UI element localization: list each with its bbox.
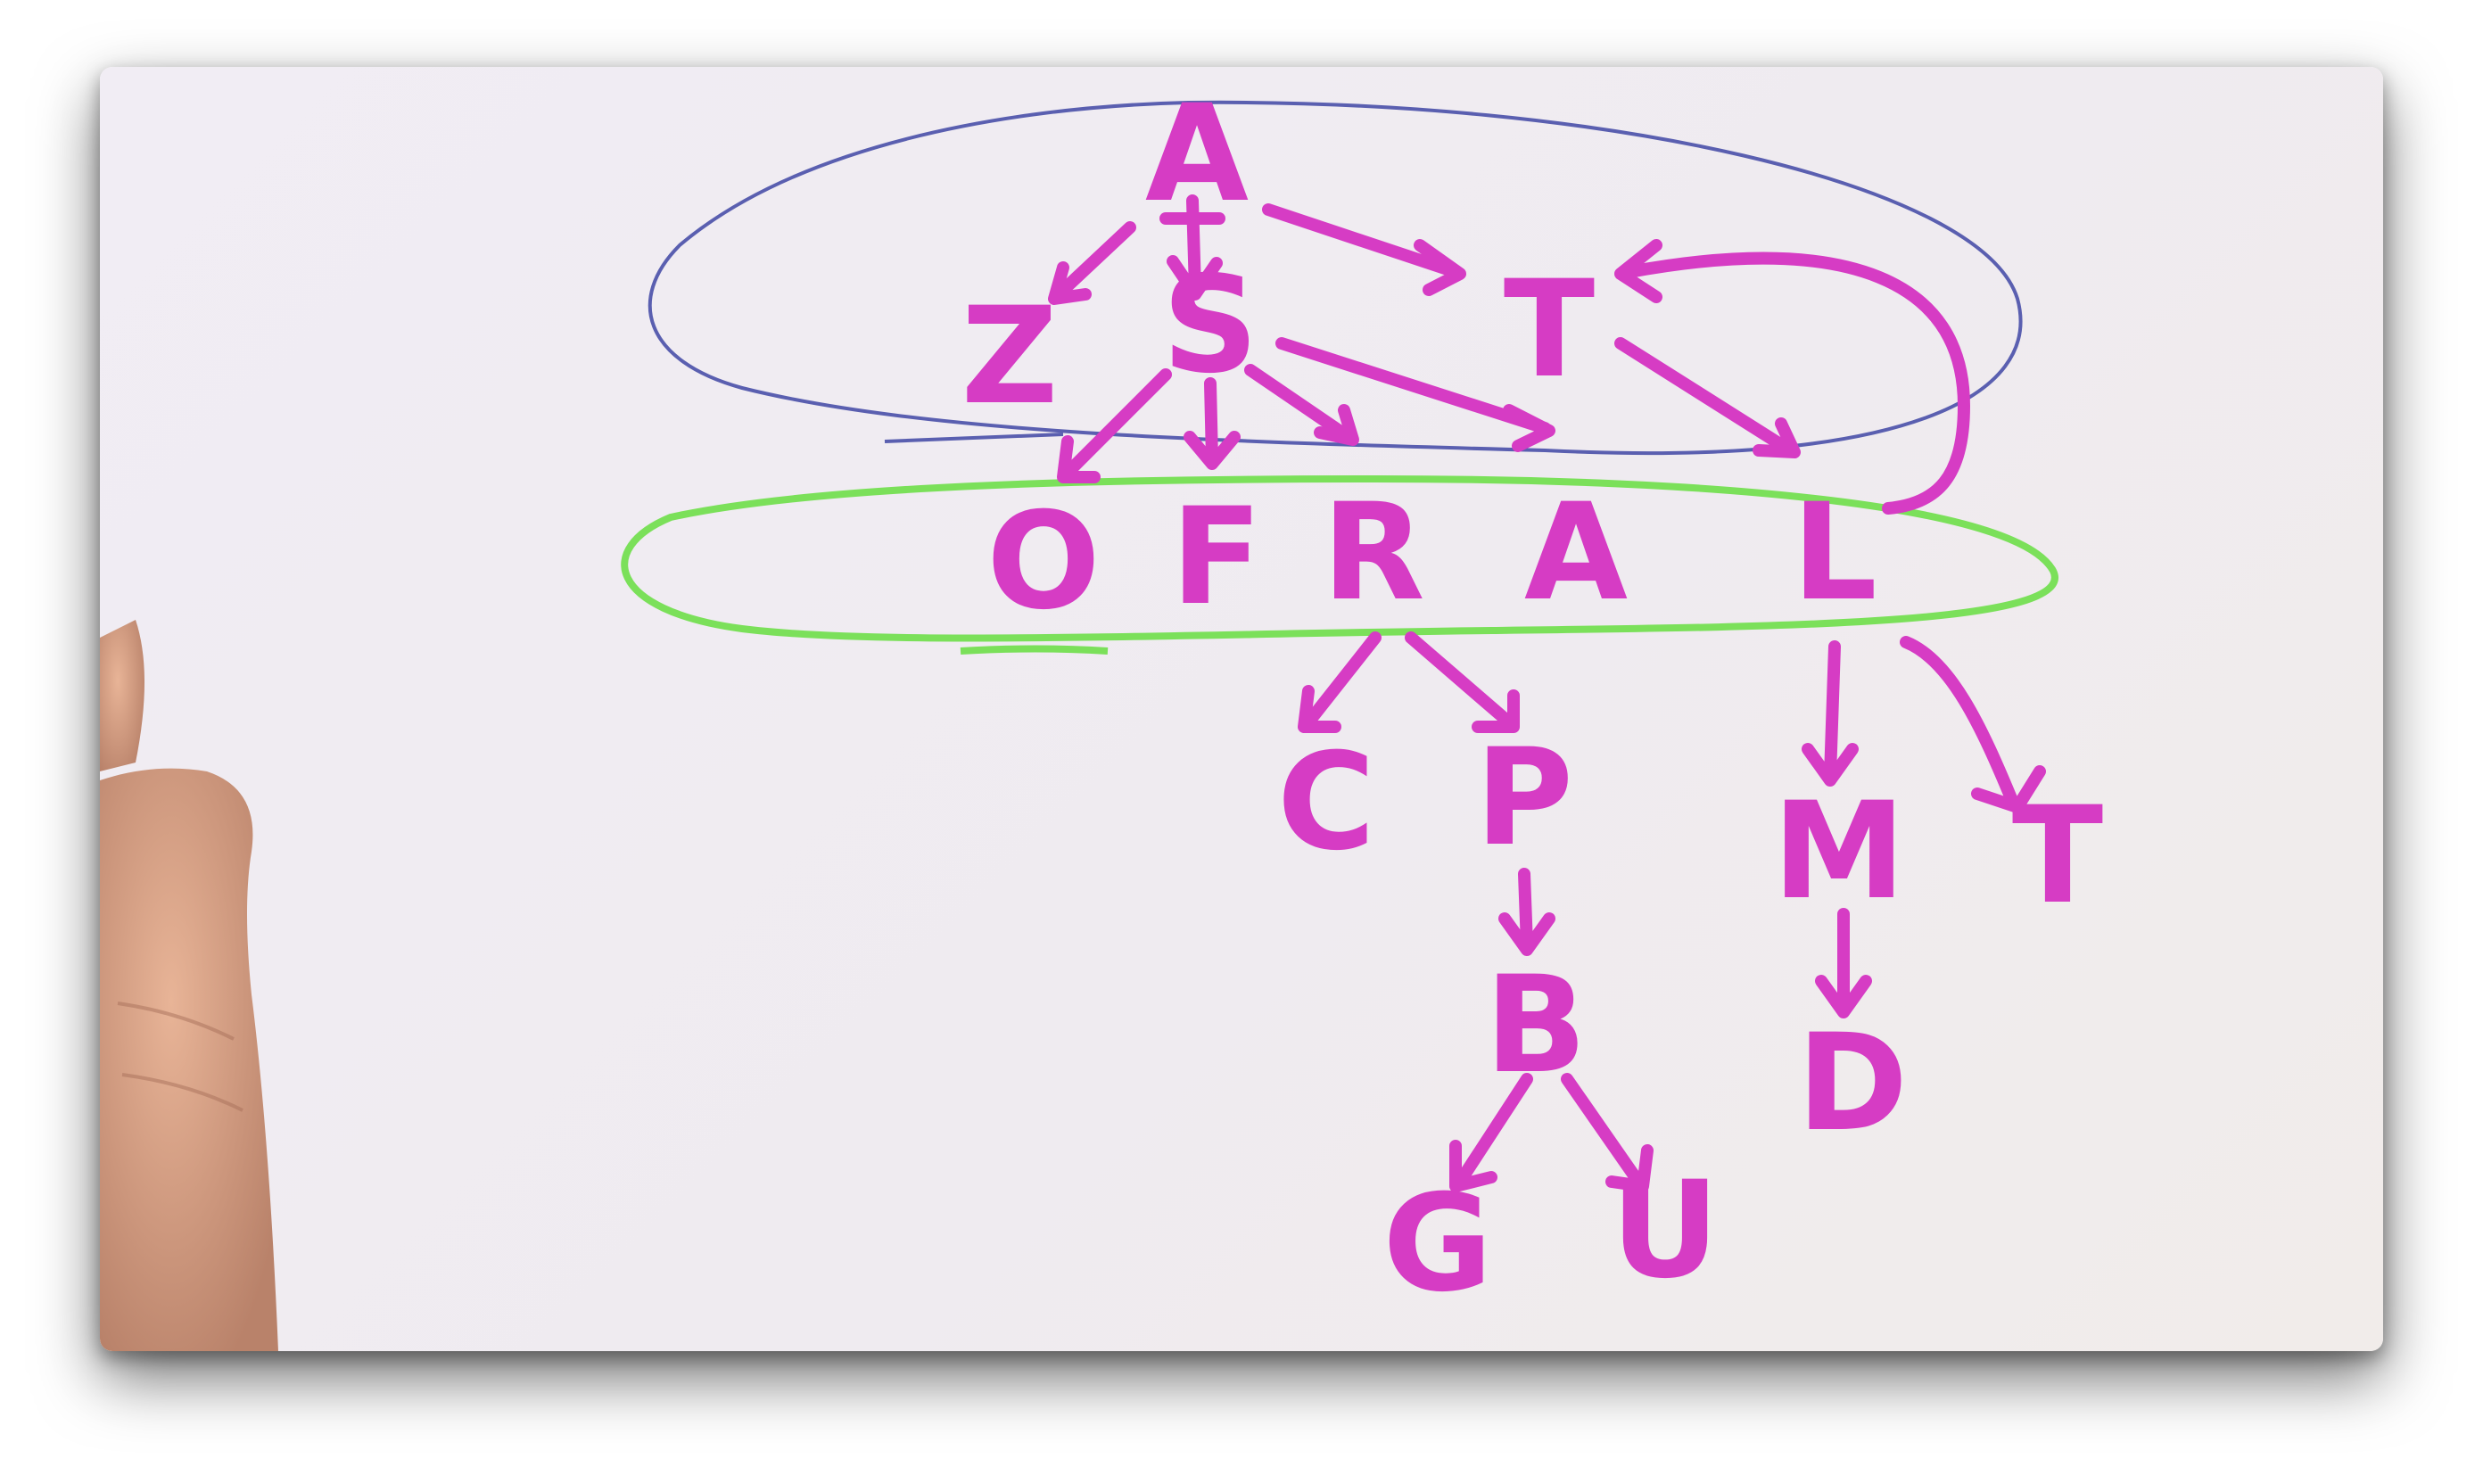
edge-m-d	[1815, 908, 1872, 1018]
edge-l-m	[1802, 640, 1859, 787]
node-b: B	[1485, 948, 1587, 1103]
visited-ring	[648, 100, 2023, 456]
node-a-mid: A	[1524, 475, 1628, 631]
node-z: Z	[961, 279, 1059, 434]
node-t-top: T	[1504, 252, 1595, 408]
edge-s-f	[1184, 377, 1241, 470]
hand	[100, 620, 278, 1351]
edge-s-r	[1244, 364, 1359, 446]
frontier-ring-tail	[960, 645, 1109, 655]
node-r: R	[1322, 475, 1425, 631]
edge-r-p	[1405, 631, 1520, 733]
node-a-root: A	[1145, 77, 1249, 232]
frontier-ring	[621, 474, 2058, 642]
edge-p-b	[1498, 868, 1555, 956]
edge-s-a	[1275, 337, 1555, 452]
video-frame: A Z S T O F R A L C P B M T D G U	[100, 67, 2383, 1351]
node-o: O	[986, 484, 1101, 639]
node-g: G	[1382, 1167, 1492, 1322]
edge-r-c	[1298, 631, 1382, 733]
node-c: C	[1277, 725, 1375, 880]
edge-t-l	[1614, 337, 1801, 458]
edge-s-o	[1057, 368, 1172, 483]
node-s: S	[1162, 248, 1258, 403]
whiteboard: A Z S T O F R A L C P B M T D G U	[100, 77, 2103, 1351]
node-l: L	[1792, 475, 1877, 631]
visited-ring-tail	[884, 433, 1064, 443]
edge-a-t	[1262, 203, 1466, 296]
node-u: U	[1611, 1153, 1720, 1308]
edge-b-u	[1561, 1073, 1654, 1192]
node-t-right: T	[2012, 779, 2103, 934]
edge-l-t-right	[1900, 636, 2046, 813]
edge-a-z	[1048, 221, 1136, 305]
edge-b-g	[1449, 1073, 1533, 1192]
edge-a-s	[1159, 194, 1225, 301]
edge-l-t-loop	[1614, 239, 1970, 515]
node-f: F	[1171, 480, 1262, 635]
node-p: P	[1475, 721, 1573, 876]
node-d: D	[1797, 1006, 1909, 1161]
node-m: M	[1772, 774, 1905, 929]
